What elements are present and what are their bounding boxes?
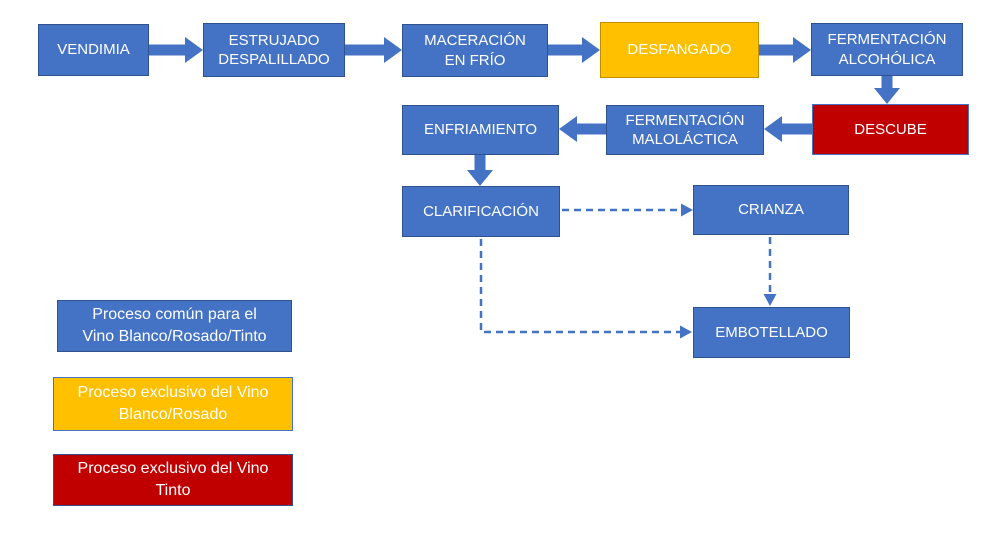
legend-common-process: Proceso común para el Vino Blanco/Rosado… <box>57 300 292 352</box>
node-enfriamiento-label: ENFRIAMIENTO <box>423 121 538 139</box>
arrow-descube-to-fermentacion-malolactica <box>764 116 812 142</box>
node-maceracion-en-frio-label: MACERACIÓN EN FRÍO <box>424 32 526 69</box>
node-clarificacion: CLARIFICACIÓN <box>402 186 560 237</box>
node-desfangado-label: DESFANGADO <box>627 41 732 59</box>
node-clarificacion-label: CLARIFICACIÓN <box>423 202 539 220</box>
node-enfriamiento: ENFRIAMIENTO <box>402 105 559 155</box>
node-descube: DESCUBE <box>812 104 969 155</box>
node-vendimia: VENDIMIA <box>38 24 149 76</box>
node-crianza: CRIANZA <box>693 185 849 235</box>
arrow-maceracion-to-desfangado <box>548 37 600 63</box>
node-fermentacion-alcoholica-label: FERMENTACIÓN ALCOHÓLICA <box>827 31 947 68</box>
node-estrujado-despalillado: ESTRUJADO DESPALILLADO <box>203 23 345 77</box>
node-fermentacion-malolactica-label: FERMENTACIÓN MALOLÁCTICA <box>625 111 745 149</box>
legend-tinto-process: Proceso exclusivo del Vino Tinto <box>53 454 293 506</box>
dashed-arrowhead-embotellado-top <box>763 294 777 306</box>
node-embotellado-label: EMBOTELLADO <box>715 323 828 341</box>
node-fermentacion-malolactica: FERMENTACIÓN MALOLÁCTICA <box>606 105 764 155</box>
node-vendimia-label: VENDIMIA <box>57 41 130 59</box>
node-embotellado: EMBOTELLADO <box>693 307 850 358</box>
dashed-arrowhead-crianza <box>681 203 693 217</box>
dashed-clarificacion-to-embotellado <box>479 239 681 334</box>
node-estrujado-despalillado-label: ESTRUJADO DESPALILLADO <box>218 31 330 69</box>
dashed-arrowhead-embotellado-left <box>680 325 692 339</box>
legend-blanco-rosado-process: Proceso exclusivo del Vino Blanco/Rosado <box>53 377 293 431</box>
legend-blanco-rosado-process-label: Proceso exclusivo del Vino Blanco/Rosado <box>77 384 269 423</box>
arrow-estrujado-to-maceracion <box>345 37 402 63</box>
node-desfangado: DESFANGADO <box>600 22 759 78</box>
arrow-desfangado-to-fermentacion-alcoholica <box>759 37 811 63</box>
node-crianza-label: CRIANZA <box>738 201 804 219</box>
legend-tinto-process-label: Proceso exclusivo del Vino Tinto <box>77 460 269 499</box>
arrow-vendimia-to-estrujado <box>149 37 203 63</box>
node-fermentacion-alcoholica: FERMENTACIÓN ALCOHÓLICA <box>811 23 963 76</box>
arrow-fermentacion-alcoholica-to-descube <box>874 76 900 104</box>
arrow-enfriamiento-to-clarificacion <box>467 155 493 186</box>
node-descube-label: DESCUBE <box>854 120 927 138</box>
legend-common-process-label: Proceso común para el Vino Blanco/Rosado… <box>82 306 267 345</box>
node-maceracion-en-frio: MACERACIÓN EN FRÍO <box>402 24 548 77</box>
arrow-fermentacion-malolactica-to-enfriamiento <box>559 116 606 142</box>
